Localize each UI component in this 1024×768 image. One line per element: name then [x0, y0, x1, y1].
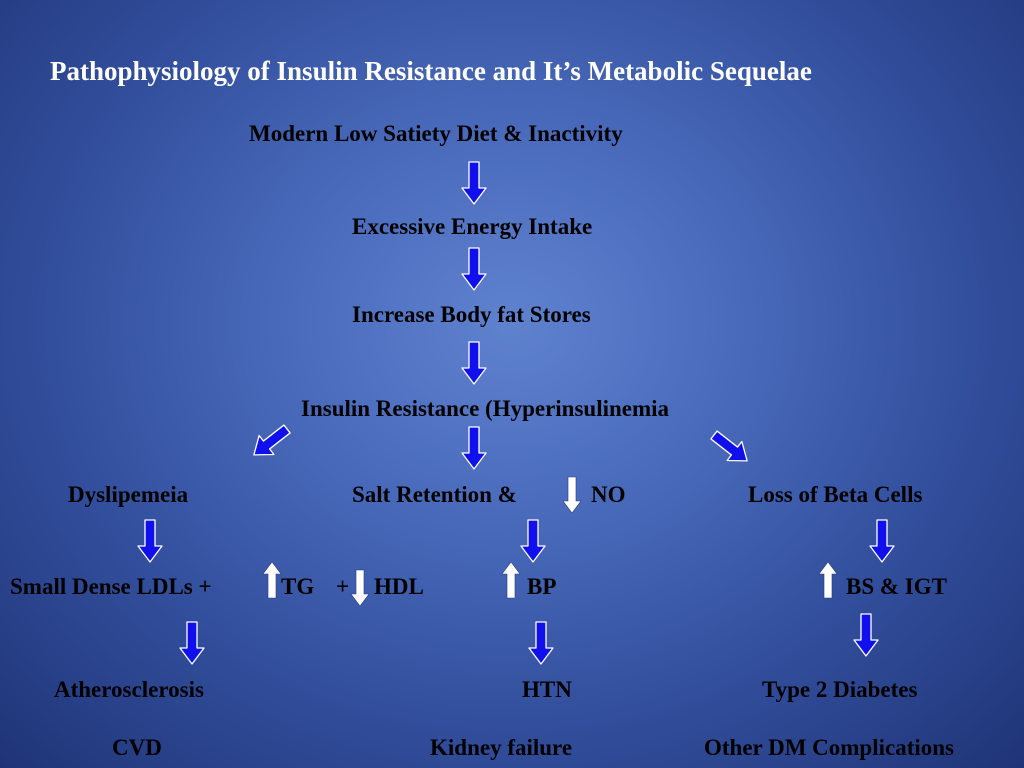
node-type-2-diabetes: Type 2 Diabetes: [762, 677, 918, 702]
increase-arrow-icon: [501, 561, 521, 599]
decrease-arrow-icon: [350, 569, 370, 607]
node-htn: HTN: [522, 677, 572, 702]
node-salt-retention: Salt Retention &: [352, 482, 517, 507]
increase-arrow-icon: [262, 561, 282, 599]
down-arrow-icon: [853, 613, 879, 657]
down-arrow-icon: [137, 519, 163, 563]
down-arrow-icon: [461, 426, 487, 470]
node-body-fat-stores: Increase Body fat Stores: [352, 302, 591, 327]
decrease-arrow-icon: [562, 476, 582, 514]
node-kidney-failure: Kidney failure: [430, 735, 573, 760]
node-loss-of-beta-cells: Loss of Beta Cells: [748, 482, 923, 507]
node-bp: BP: [527, 574, 557, 599]
node-hdl: HDL: [374, 574, 424, 599]
down-arrow-icon: [869, 519, 895, 563]
node-insulin-resistance: Insulin Resistance (Hyperinsulinemia: [301, 396, 670, 421]
slide-title: Pathophysiology of Insulin Resistance an…: [50, 56, 812, 86]
node-small-dense-ldl: Small Dense LDLs +: [10, 574, 212, 599]
down-arrow-icon: [461, 161, 487, 205]
node-atherosclerosis: Atherosclerosis: [54, 677, 204, 702]
node-cvd: CVD: [112, 735, 162, 760]
node-excessive-energy-intake: Excessive Energy Intake: [352, 214, 593, 239]
diagonal-right-arrow-icon: [705, 424, 756, 471]
node-no: NO: [591, 482, 626, 507]
down-arrow-icon: [461, 341, 487, 385]
node-plus: +: [336, 574, 350, 599]
increase-arrow-icon: [818, 561, 838, 599]
down-arrow-icon: [528, 621, 554, 665]
node-bs-igt: BS & IGT: [846, 574, 947, 599]
node-dyslipemeia: Dyslipemeia: [68, 482, 189, 507]
node-other-dm-complications: Other DM Complications: [704, 735, 955, 760]
down-arrow-icon: [520, 519, 546, 563]
diagonal-left-arrow-icon: [245, 418, 296, 465]
down-arrow-icon: [461, 247, 487, 291]
down-arrow-icon: [179, 621, 205, 665]
node-tg: TG: [281, 574, 315, 599]
node-diet-inactivity: Modern Low Satiety Diet & Inactivity: [249, 121, 623, 146]
